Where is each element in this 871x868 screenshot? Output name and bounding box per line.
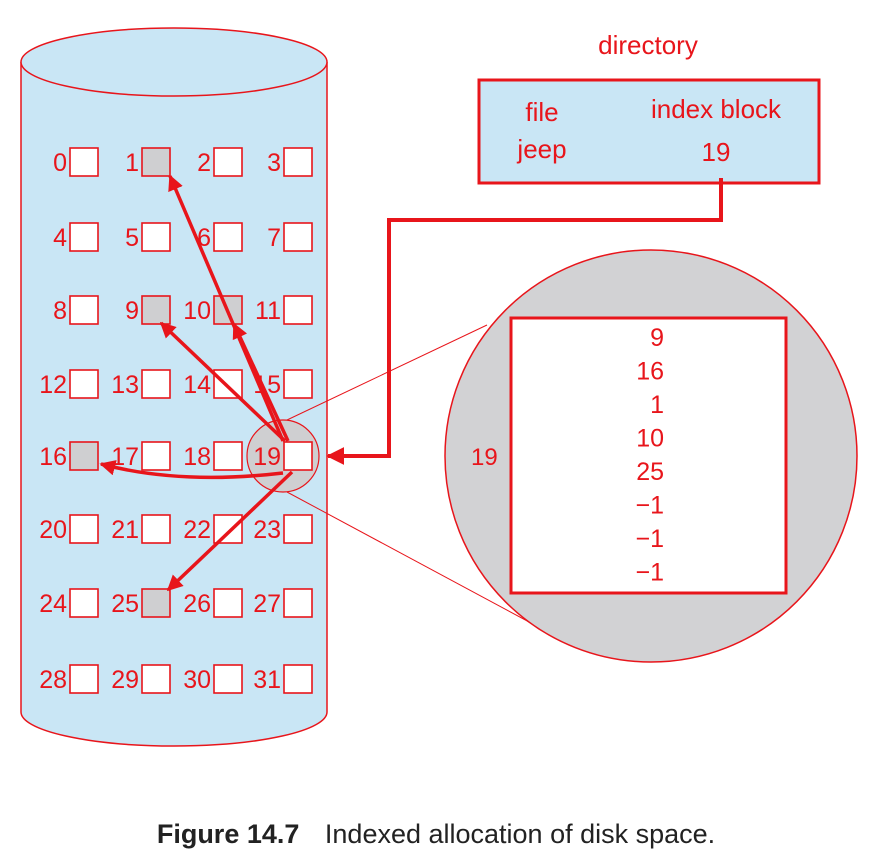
disk-block-13 [141, 369, 171, 399]
index-entry-5: −1 [635, 492, 664, 520]
index-arrows [99, 174, 294, 592]
disk-block-6 [213, 222, 243, 252]
figure-caption: Figure 14.7 Indexed allocation of disk s… [157, 819, 715, 849]
disk-top [20, 27, 328, 97]
disk-block-label-22: 22 [183, 516, 211, 544]
disk-block-label-24: 24 [39, 590, 67, 618]
index-entry-7: −1 [635, 559, 664, 587]
disk-block-11 [283, 295, 313, 325]
disk-block-22 [213, 514, 243, 544]
disk-block-label-13: 13 [111, 371, 139, 399]
disk-block-8 [69, 295, 99, 325]
disk-block-label-18: 18 [183, 443, 211, 471]
disk-block-label-16: 16 [39, 443, 67, 471]
disk-block-label-5: 5 [125, 224, 139, 252]
disk-block-label-12: 12 [39, 371, 67, 399]
disk-block-label-2: 2 [197, 149, 211, 177]
arrow-to-block-16 [99, 460, 284, 480]
disk-block-label-27: 27 [253, 590, 281, 618]
disk-block-label-21: 21 [111, 516, 139, 544]
directory: directory file index block jeep 19 [477, 30, 821, 185]
disk-block-12 [69, 369, 99, 399]
index-entry-0: 9 [650, 324, 664, 352]
disk-block-label-28: 28 [39, 666, 67, 694]
disk-block-7 [283, 222, 313, 252]
disk-block-label-11: 11 [255, 297, 281, 325]
disk-block-label-4: 4 [53, 224, 67, 252]
index-entry-2: 1 [650, 391, 664, 419]
disk-block-label-26: 26 [183, 590, 211, 618]
disk-block-label-20: 20 [39, 516, 67, 544]
disk-block-29 [141, 664, 171, 694]
disk-block-19 [283, 441, 313, 471]
arrow-to-block-9 [159, 321, 287, 443]
disk-block-label-14: 14 [183, 371, 211, 399]
disk-block-21 [141, 514, 171, 544]
disk-block-28 [69, 664, 99, 694]
arrow-to-block-25 [166, 470, 294, 592]
index-entry-6: −1 [635, 525, 664, 553]
disk-block-20 [69, 514, 99, 544]
index-block-entries: 9 16 1 10 25 −1 −1 −1 [635, 324, 664, 587]
figure-caption-number: Figure 14.7 [157, 819, 300, 849]
figure-caption-gap [317, 819, 325, 849]
disk-block-label-30: 30 [183, 666, 211, 694]
index-block-label: 19 [471, 444, 498, 471]
directory-title: directory [598, 30, 698, 60]
arrow-to-block-1 [168, 174, 285, 442]
directory-index-value: 19 [702, 137, 731, 167]
disk-block-label-29: 29 [111, 666, 139, 694]
disk-block-25 [141, 588, 171, 618]
index-entry-3: 10 [636, 425, 664, 453]
index-entry-1: 16 [636, 358, 664, 386]
disk-block-16 [69, 441, 99, 471]
disk-block-5 [141, 222, 171, 252]
directory-box [477, 78, 821, 185]
disk-block-1 [141, 147, 171, 177]
index-block-box [509, 316, 788, 595]
directory-file-name: jeep [516, 134, 566, 164]
disk-block-9 [141, 295, 171, 325]
disk-block-27 [283, 588, 313, 618]
directory-col-index: index block [651, 94, 782, 124]
disk-block-31 [283, 664, 313, 694]
disk-block-18 [213, 441, 243, 471]
disk-block-3 [283, 147, 313, 177]
index-block-zoom: 19 9 16 1 10 25 −1 −1 −1 [444, 249, 858, 663]
disk-block-15 [283, 369, 313, 399]
disk-block-23 [283, 514, 313, 544]
disk-block-label-9: 9 [125, 297, 139, 325]
disk-block-label-8: 8 [53, 297, 67, 325]
disk-block-label-0: 0 [53, 149, 67, 177]
disk-block-label-19: 19 [253, 443, 281, 471]
disk-block-label-10: 10 [183, 297, 211, 325]
zoom-line-bottom [286, 491, 532, 624]
disk-block-0 [69, 147, 99, 177]
disk-block-2 [213, 147, 243, 177]
disk-block-30 [213, 664, 243, 694]
disk-block-label-1: 1 [125, 149, 139, 177]
disk-block-24 [69, 588, 99, 618]
disk-block-label-7: 7 [267, 224, 281, 252]
disk-block-label-31: 31 [253, 666, 281, 694]
disk-block-17 [141, 441, 171, 471]
index-entry-4: 25 [636, 458, 664, 486]
arrow-to-block-10 [232, 322, 290, 442]
disk-block-label-25: 25 [111, 590, 139, 618]
figure-caption-text: Indexed allocation of disk space. [325, 819, 715, 849]
disk-block-26 [213, 588, 243, 618]
disk-block-label-23: 23 [253, 516, 281, 544]
directory-col-file: file [525, 97, 558, 127]
disk-block-4 [69, 222, 99, 252]
disk-block-label-3: 3 [267, 149, 281, 177]
directory-pointer-arrow [326, 178, 723, 465]
